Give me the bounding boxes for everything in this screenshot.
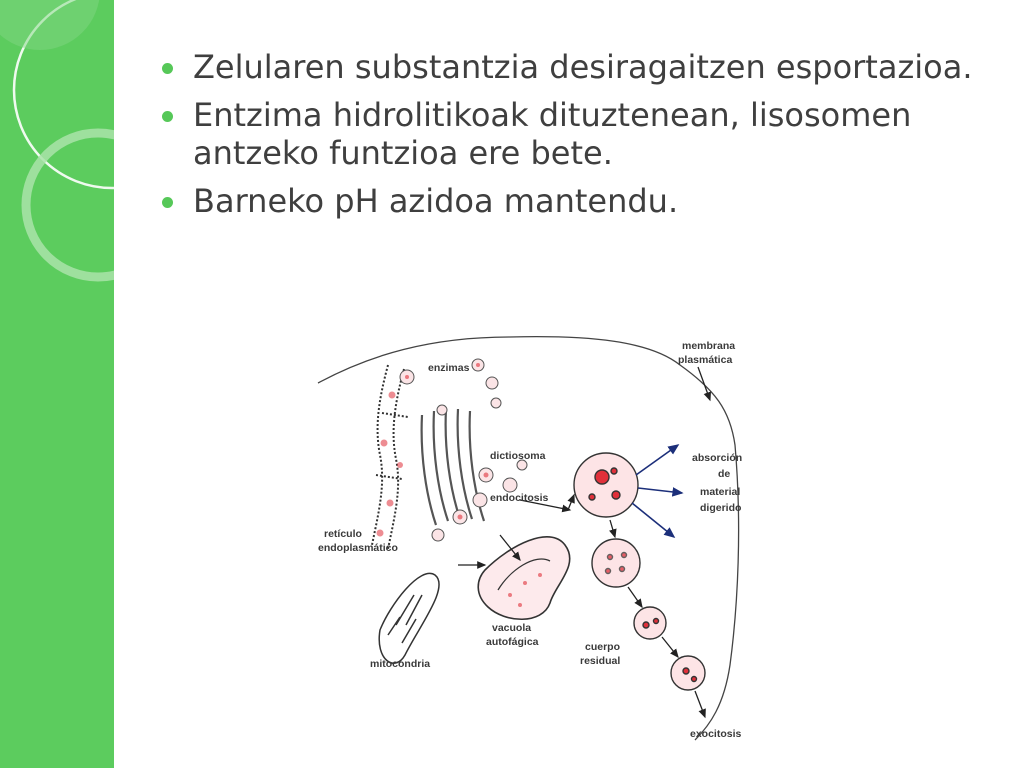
label-reticulo-1: retículo (324, 528, 362, 540)
label-membrana-2: plasmática (678, 354, 732, 366)
label-enzimas: enzimas (428, 362, 470, 374)
label-absorcion-4: digerido (700, 502, 741, 514)
label-cuerpo-1: cuerpo (585, 641, 620, 653)
decorative-sidebar (0, 0, 114, 768)
bullet-item: Zelularen substantzia desiragaitzen espo… (160, 48, 980, 86)
endoplasmic-reticulum (371, 364, 409, 550)
process-arrows (458, 366, 711, 719)
label-membrana-1: membrana (682, 340, 735, 352)
label-vacuola-2: autofágica (486, 636, 539, 648)
label-reticulo-2: endoplasmático (318, 542, 398, 554)
bullet-list: Zelularen substantzia desiragaitzen espo… (160, 48, 980, 230)
label-cuerpo-2: residual (580, 655, 620, 667)
label-dictiosoma: dictiosoma (490, 450, 546, 462)
lysosome-large (573, 452, 639, 518)
label-absorcion-3: material (700, 486, 740, 498)
residual-body (633, 606, 667, 640)
sidebar-circles-decoration (0, 0, 114, 282)
exocytosis-vesicle (670, 655, 706, 691)
bullet-item: Barneko pH azidoa mantendu. (160, 182, 980, 220)
endocytic-vesicles (502, 459, 528, 493)
label-absorcion-2: de (718, 468, 730, 480)
label-exocitosis: exocitosis (690, 728, 742, 740)
bullet-item: Entzima hidrolitikoak dituztenean, lisos… (160, 96, 980, 172)
label-absorcion-1: absorción (692, 452, 742, 464)
autophagic-vacuole (477, 536, 571, 621)
golgi-dictyosome (420, 408, 486, 526)
mitochondrion (378, 572, 440, 664)
lysosome-medium (591, 538, 641, 588)
lysosome-diagram: enzimas membrana plasmática dictiosoma a… (317, 336, 742, 741)
enzyme-vesicles (399, 358, 502, 542)
cell-membrane (317, 336, 740, 741)
label-mitocondria: mitocondria (370, 658, 430, 670)
label-endocitosis: endocitosis (490, 492, 549, 504)
label-vacuola-1: vacuola (492, 622, 531, 634)
